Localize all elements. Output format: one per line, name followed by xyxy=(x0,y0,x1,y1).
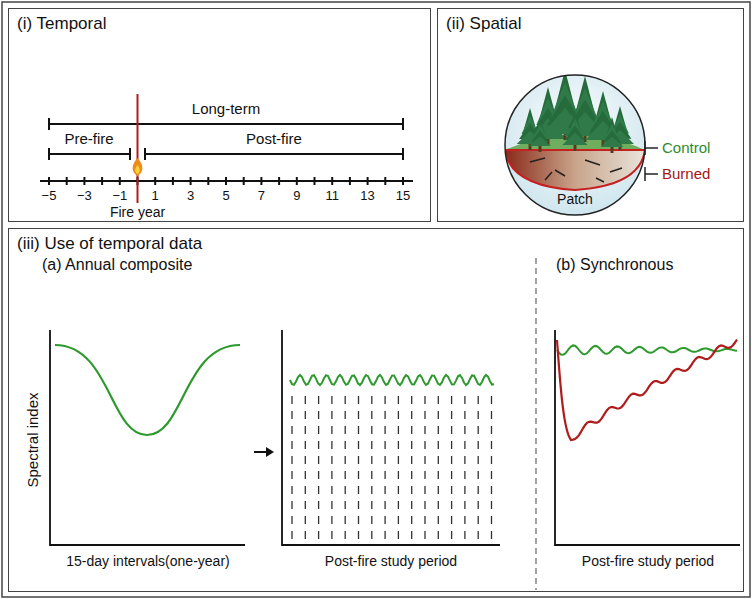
patch-circle xyxy=(505,75,645,215)
flame-icon xyxy=(133,158,143,176)
separator xyxy=(535,258,536,590)
panel-box: (iii) Use of temporal data xyxy=(8,228,744,592)
axis-label: 15-day intervals(one-year) xyxy=(66,554,229,569)
year-tick: 3 xyxy=(187,189,194,203)
year-tick: 15 xyxy=(396,189,410,203)
subpanel-title: (b) Synchronous xyxy=(556,256,673,274)
patch-ground xyxy=(505,70,645,190)
axis-label: Spectral index xyxy=(25,392,42,487)
burned-series xyxy=(557,340,737,441)
right-arrow xyxy=(254,447,274,457)
year-tick: −1 xyxy=(112,189,127,203)
control-series xyxy=(557,345,737,354)
panel-heading: (i) Temporal xyxy=(17,14,106,34)
year-tick: −5 xyxy=(42,189,57,203)
timeline xyxy=(40,118,413,185)
panel-heading: (iii) Use of temporal data xyxy=(17,234,202,254)
period-label: Post-fire xyxy=(246,131,302,148)
composite-series xyxy=(290,375,494,385)
flame-core xyxy=(135,165,140,174)
control-label: Control xyxy=(662,140,710,157)
year-tick: −3 xyxy=(77,189,92,203)
axes xyxy=(50,330,740,545)
year-tick: 11 xyxy=(325,189,339,203)
period-label: Long-term xyxy=(192,101,260,118)
axis-label: Post-fire study period xyxy=(325,554,457,569)
fire-line xyxy=(137,94,139,203)
year-tick: 13 xyxy=(360,189,374,203)
fire-label: Fire year xyxy=(110,205,165,220)
panel-heading: (ii) Spatial xyxy=(446,14,522,34)
axis-label: Post-fire study period xyxy=(582,554,714,569)
year-tick: 5 xyxy=(222,189,229,203)
year-tick: 1 xyxy=(152,189,159,203)
seasonal-curve xyxy=(55,345,240,435)
subpanel-title: (a) Annual composite xyxy=(42,256,192,274)
panel-box: (ii) Spatial xyxy=(437,8,744,222)
leader-lines xyxy=(645,141,658,181)
patch-label: Patch xyxy=(557,192,593,207)
year-tick: 7 xyxy=(258,189,265,203)
patch-outline xyxy=(505,75,645,215)
year-tick: 9 xyxy=(293,189,300,203)
burned-label: Burned xyxy=(662,166,710,183)
period-label: Pre-fire xyxy=(64,131,113,148)
